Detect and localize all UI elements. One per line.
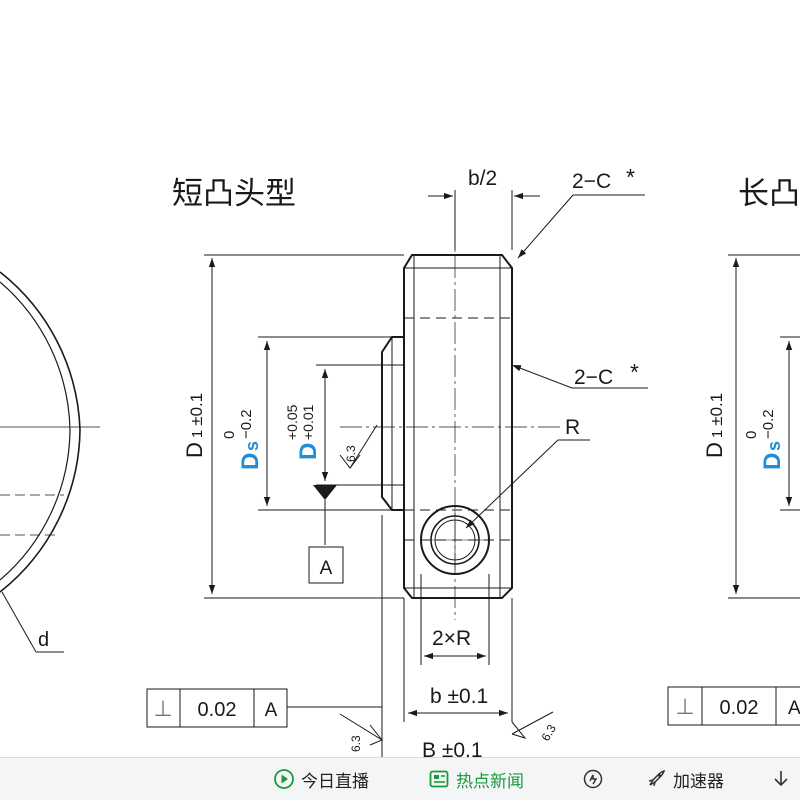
live-today-label: 今日直播: [301, 771, 369, 792]
shortcut-icon: [582, 768, 604, 790]
chamfer-star-top: *: [626, 164, 635, 190]
download-button[interactable]: [770, 758, 792, 800]
title-long-type: 长凸: [738, 176, 800, 211]
svg-text:D: D: [295, 443, 322, 460]
tolerance-frame-left: [146, 688, 288, 728]
download-icon: [770, 768, 792, 790]
dimension-lines: [204, 190, 800, 757]
svg-text:D1±0.1: D1±0.1: [182, 393, 207, 458]
roughness-label-3: 6.3: [538, 722, 559, 744]
svg-text:s: s: [764, 441, 784, 451]
svg-text:D: D: [237, 453, 264, 470]
tolerance-datum-right: A: [788, 698, 800, 719]
tolerance-datum-left: A: [265, 700, 278, 721]
svg-text:+0.01: +0.01: [300, 404, 316, 440]
datum-label: A: [320, 558, 333, 579]
browser-status-bar: 今日直播 热点新闻 加速器: [0, 757, 800, 800]
part-body: [340, 190, 560, 620]
accelerator-label: 加速器: [673, 771, 724, 792]
play-circle-icon: [273, 768, 295, 790]
svg-text:D1±0.1: D1±0.1: [702, 393, 727, 458]
accelerator-button[interactable]: 加速器: [645, 758, 724, 800]
live-today-button[interactable]: 今日直播: [273, 758, 369, 800]
right-ds-dimension-text: D s 0 −0.2: [743, 409, 786, 470]
title-short-type: 短凸头型: [172, 176, 296, 211]
two-r-label: 2×R: [432, 627, 471, 650]
datum-triangle: [313, 485, 337, 500]
svg-text:D: D: [759, 453, 786, 470]
b-tolerance-label: b ±0.1: [430, 685, 488, 708]
roughness-symbols: [339, 454, 527, 746]
hot-news-button[interactable]: 热点新闻: [428, 758, 524, 800]
roughness-label-1: 6.3: [344, 445, 358, 462]
left-partial-view: [0, 271, 100, 653]
b-half-label: b/2: [468, 167, 497, 190]
chamfer-star-mid: *: [630, 359, 639, 385]
d-dimension-text: D +0.05 +0.01: [284, 404, 322, 460]
big-b-tolerance-label: B ±0.1: [422, 739, 483, 762]
d-label: d: [38, 629, 49, 651]
svg-text:−0.2: −0.2: [238, 409, 255, 439]
roughness-label-2: 6.3: [349, 735, 363, 752]
svg-text:−0.2: −0.2: [760, 409, 777, 439]
svg-text:+0.05: +0.05: [284, 404, 300, 440]
right-d1-dimension-text: D1±0.1: [702, 393, 727, 458]
shortcut-button[interactable]: [582, 758, 604, 800]
rocket-icon: [645, 768, 667, 790]
ds-dimension-text: D s 0 −0.2: [221, 409, 264, 470]
chamfer-label-top: 2−C: [572, 170, 611, 193]
d1-dimension-text: D1±0.1: [182, 393, 207, 458]
tolerance-value-right: 0.02: [720, 697, 759, 719]
radius-label: R: [565, 416, 580, 439]
chamfer-label-mid: 2−C: [574, 366, 613, 389]
datum-box: [308, 546, 344, 584]
svg-text:0: 0: [743, 431, 760, 439]
tolerance-frame-right: [667, 686, 800, 726]
perpendicularity-icon: ⊥: [153, 696, 172, 721]
tolerance-value-left: 0.02: [198, 699, 237, 721]
news-icon: [428, 768, 450, 790]
perpendicularity-icon-right: ⊥: [675, 694, 694, 719]
hot-news-label: 热点新闻: [456, 771, 524, 792]
svg-text:0: 0: [221, 431, 238, 439]
svg-text:s: s: [242, 441, 262, 451]
